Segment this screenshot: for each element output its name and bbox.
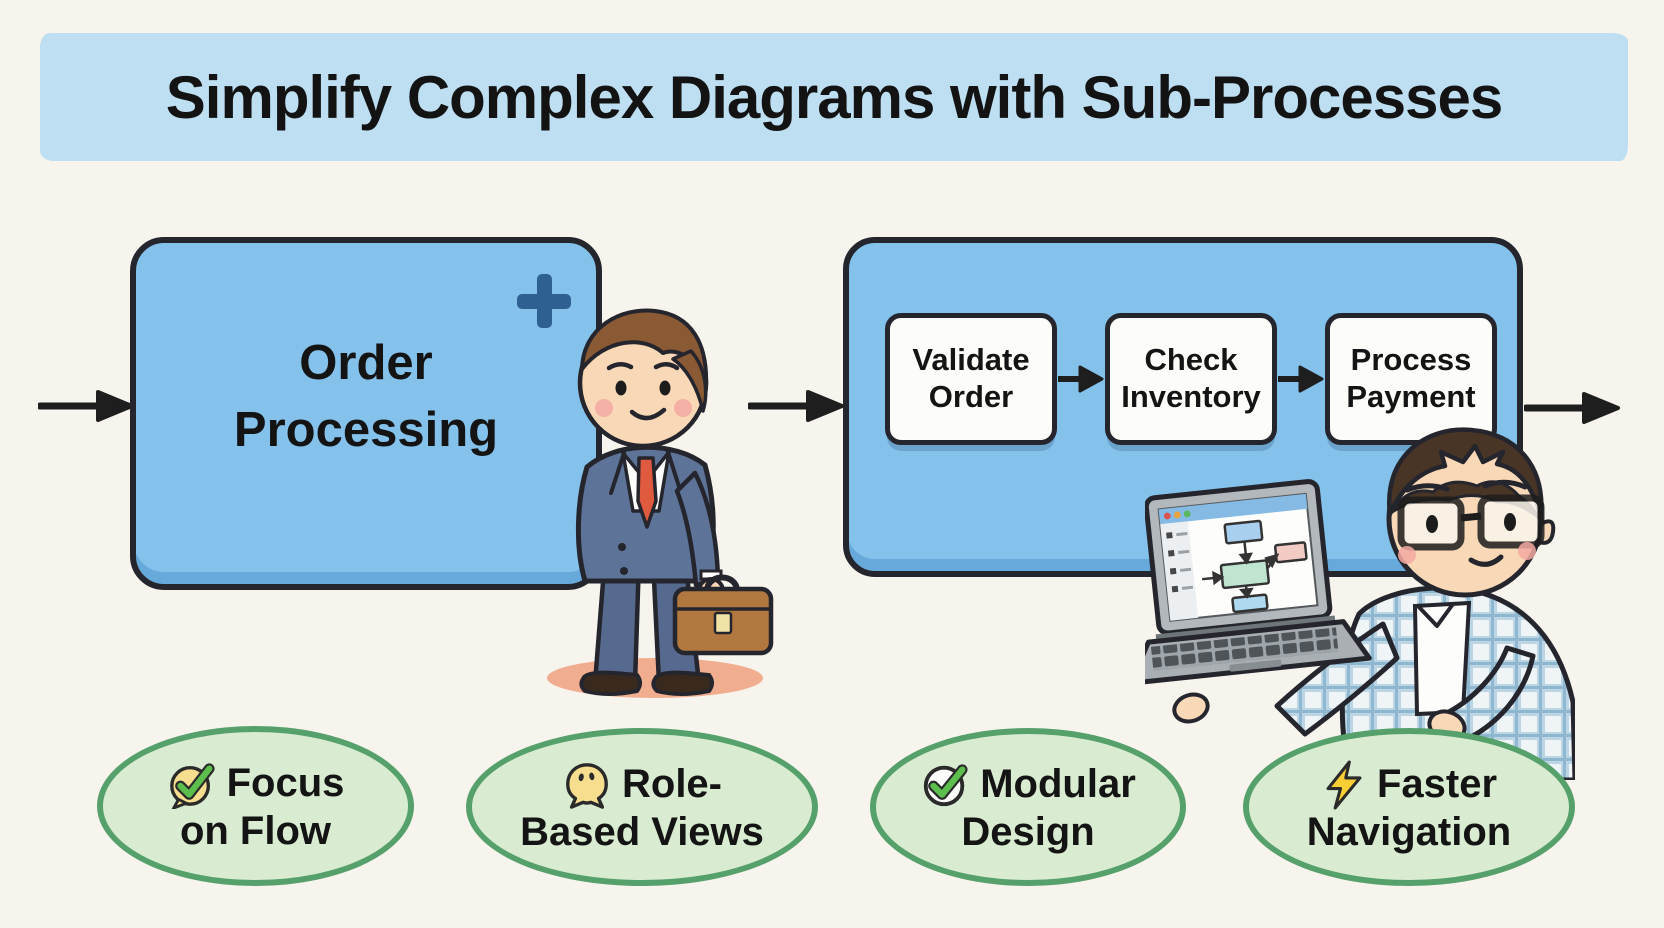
glasses <box>1397 494 1545 551</box>
page-title: Simplify Complex Diagrams with Sub-Proce… <box>165 63 1503 131</box>
laptop <box>1145 479 1372 686</box>
app-sidebar <box>1160 521 1199 621</box>
step-label: Validate Order <box>912 342 1030 414</box>
badge-label-line2: Design <box>961 809 1095 854</box>
badge-focus-on-flow: Focus on Flow <box>97 726 414 886</box>
app-titlebar <box>1158 493 1308 525</box>
order-processing-node: Order Processing <box>130 237 602 590</box>
order-processing-label: Order Processing <box>233 336 499 457</box>
subprocess-step-process-payment: Process Payment <box>1325 313 1497 445</box>
badge-faster-navigation: Faster Navigation <box>1243 728 1575 886</box>
tie <box>636 456 658 529</box>
step-label: Process Payment <box>1346 342 1476 414</box>
mini-flowchart <box>1202 519 1308 614</box>
subprocess-step-check-inventory: Check Inventory <box>1105 313 1277 445</box>
check-circle-icon <box>924 763 968 806</box>
check-bubble-icon <box>169 762 215 809</box>
developer-illustration <box>1145 427 1575 780</box>
badge-label-line1: Focus <box>226 761 345 806</box>
subprocess-step-validate-order: Validate Order <box>885 313 1057 445</box>
flow-arrow-in <box>38 390 134 422</box>
badge-label-line2: Based Views <box>520 809 764 854</box>
plus-icon <box>517 274 571 328</box>
step-arrow-icon <box>1278 365 1324 393</box>
badge-label-line1: Role- <box>622 762 722 807</box>
briefcase <box>672 574 774 656</box>
badge-label-line1: Modular <box>980 762 1136 807</box>
subprocess-steps-row: Validate Order Check Inventory Process P… <box>885 313 1497 445</box>
step-arrow-icon <box>1058 365 1104 393</box>
badge-label-line2: on Flow <box>179 808 332 853</box>
lightning-icon <box>1326 760 1362 810</box>
flow-arrow-out <box>1524 392 1620 424</box>
badge-role-based-views: Role- Based Views <box>466 728 818 886</box>
flow-arrow-mid <box>748 390 844 422</box>
step-label: Check Inventory <box>1121 342 1261 414</box>
businessman-illustration <box>547 308 774 698</box>
title-banner: Simplify Complex Diagrams with Sub-Proce… <box>40 33 1628 161</box>
badge-modular-design: Modular Design <box>870 728 1186 886</box>
badge-label-line2: Navigation <box>1306 809 1512 854</box>
badge-label-line1: Faster <box>1376 762 1498 807</box>
role-person-icon <box>566 762 608 809</box>
